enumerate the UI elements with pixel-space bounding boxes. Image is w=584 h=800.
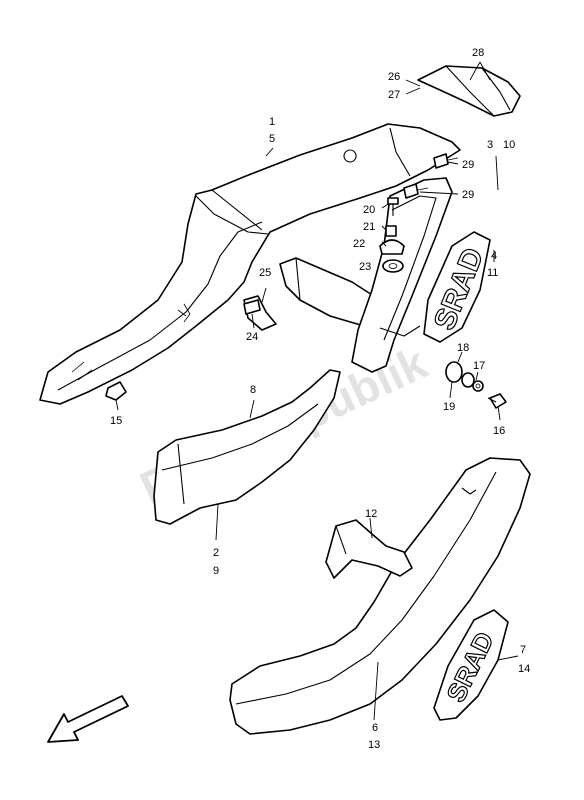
callout-23: 23 [359,261,371,273]
frame-cover-right [229,457,531,735]
callout-21: 21 [363,221,375,233]
callout-29-lower: 29 [462,189,474,201]
callout-22: 22 [353,238,365,250]
callout-26: 26 [388,71,400,83]
callout-16: 16 [493,425,505,437]
callout-8: 8 [250,384,256,396]
seat-tail-frame [39,123,461,405]
tail-top-cover [417,65,521,117]
callout-4: 4 [491,250,497,262]
callout-25: 25 [259,267,271,279]
callout-7: 7 [520,644,526,656]
side-cover-emblem: SRAD [423,231,491,343]
callout-27: 27 [388,89,400,101]
frame-cover-left [153,369,341,525]
callout-11: 11 [487,267,498,279]
callout-1: 1 [269,116,275,128]
callout-10: 10 [503,139,515,151]
callout-12: 12 [365,508,377,520]
callout-13: 13 [368,739,380,751]
callout-28: 28 [472,47,484,59]
callout-29-upper: 29 [462,159,474,171]
callout-9: 9 [213,565,219,577]
callout-labels: 1 5 3 10 4 11 26 27 28 29 29 20 21 22 23… [110,47,530,751]
side-cover [351,177,453,373]
callout-5: 5 [269,133,275,145]
callout-17: 17 [473,360,485,372]
callout-2: 2 [213,547,219,559]
callout-19: 19 [443,401,455,413]
frame-cover-emblem: SRAD [433,609,509,721]
hardware-parts [105,153,507,409]
callout-15: 15 [110,415,122,427]
callout-24: 24 [246,331,258,343]
leader-lines [115,61,519,721]
callout-14: 14 [518,663,530,675]
callout-20: 20 [363,204,375,216]
front-direction-arrow-icon [47,695,129,743]
callout-6: 6 [372,722,378,734]
callout-3: 3 [487,139,493,151]
callout-18: 18 [457,342,469,354]
